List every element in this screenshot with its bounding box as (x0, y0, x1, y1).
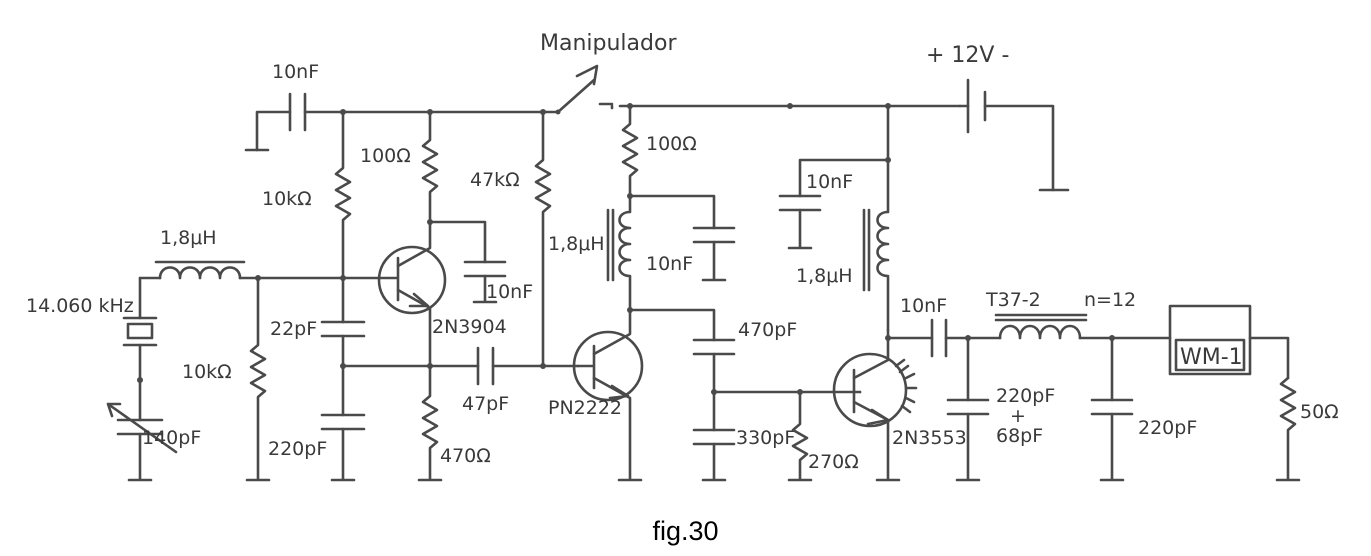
label-r-47k: 47kΩ (470, 169, 520, 191)
label-xtal: 14.060 kHz (26, 295, 134, 317)
bias-resistor (334, 110, 352, 324)
label-r-270: 270Ω (808, 451, 859, 473)
label-c-top-right: 10nF (806, 171, 853, 193)
label-c-220a: 220pF (268, 438, 327, 460)
inductor-q2 (606, 194, 632, 312)
load-resistor (1275, 376, 1301, 482)
capacitor-470pf (628, 308, 736, 432)
label-r-bias: 10kΩ (262, 188, 312, 210)
capacitor-q1-decoupling (428, 220, 507, 304)
label-c-47: 47pF (462, 393, 509, 415)
wattmeter (1168, 304, 1290, 380)
capacitor-22pf (320, 320, 366, 417)
label-meter: WM-1 (1180, 345, 1243, 370)
capacitor-q2-decoupling (628, 194, 736, 282)
battery (958, 78, 1070, 192)
label-c-220b-a: 220pF (996, 385, 1055, 407)
label-r-base: 10kΩ (182, 361, 232, 383)
variable-capacitor (106, 402, 178, 482)
capacitor-220pf-a (320, 413, 366, 482)
label-turns: n=12 (1084, 289, 1136, 311)
label-r-c2: 100Ω (646, 133, 697, 155)
label-c-q1: 10nF (486, 281, 533, 303)
transistor-q3 (832, 328, 918, 482)
input-capacitor (244, 92, 345, 152)
emitter-resistor-q1 (417, 364, 443, 482)
capacitor-220pf-c (1090, 336, 1134, 482)
label-key: Manipulador (540, 31, 677, 56)
capacitor-220-68 (946, 336, 990, 482)
label-c-var: 140pF (142, 427, 201, 449)
capacitor-330pf (692, 428, 736, 482)
label-q1: 2N3904 (432, 316, 507, 338)
label-supply: + 12V - (926, 43, 1009, 68)
base-resistor (245, 276, 271, 482)
input-inductor (138, 260, 382, 280)
label-q3: 2N3553 (892, 427, 967, 449)
collector-resistor-q2 (621, 104, 639, 198)
collector-resistor-q1 (421, 110, 439, 224)
label-l-q2: 1,8μH (548, 233, 605, 255)
label-l-q3: 1,8μH (796, 265, 853, 287)
label-l-in: 1,8μH (160, 227, 217, 249)
label-c-22: 22pF (270, 318, 317, 340)
transistor-q1 (377, 220, 447, 368)
label-toroid: T37-2 (985, 289, 1041, 311)
label-c-in: 10nF (272, 61, 319, 83)
top-rail-right (610, 104, 962, 110)
label-c-470: 470pF (738, 319, 797, 341)
capacitor-output (886, 318, 1002, 358)
resistor-270 (787, 390, 813, 482)
toroid-inductor (994, 313, 1172, 340)
transistor-q2 (572, 308, 644, 482)
label-c-out: 10nF (900, 295, 947, 317)
label-c-220c: 220pF (1138, 417, 1197, 439)
label-q2: PN2222 (548, 397, 622, 419)
inductor-q3 (862, 158, 890, 332)
label-c-220b-plus: + (1010, 405, 1026, 427)
key-switch (555, 64, 614, 115)
label-c-330: 330pF (736, 427, 795, 449)
schematic: 10nF Manipulador + 12V - 10kΩ 22pF 220pF (26, 31, 1339, 482)
label-r-c1: 100Ω (360, 145, 411, 167)
capacitor-top-right (778, 158, 890, 250)
capacitor-47pf (428, 346, 580, 386)
label-c-q2: 10nF (646, 253, 693, 275)
figure-caption: fig.30 (652, 516, 719, 546)
label-r-e1: 470Ω (440, 445, 491, 467)
label-r-load: 50Ω (1300, 401, 1339, 423)
label-c-220b-b: 68pF (996, 425, 1043, 447)
resistor-47k (534, 110, 552, 368)
junction-dots (137, 103, 1115, 395)
